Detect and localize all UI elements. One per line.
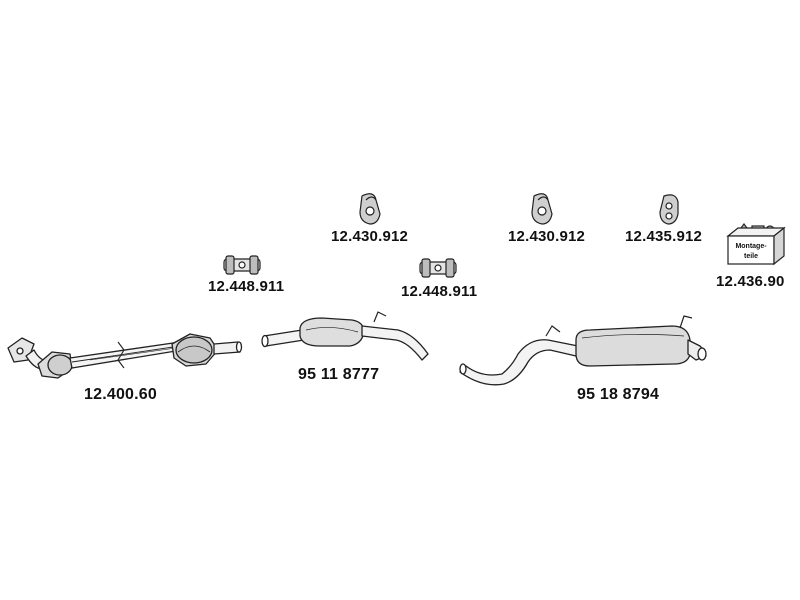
middle-muffler-drawing: [261, 311, 429, 361]
mounting-kit-box-text-line1: Montage-: [735, 243, 767, 250]
part-number-hanger-2: 12.430.912: [508, 228, 586, 245]
hanger-3-drawing: [659, 194, 679, 225]
mounting-kit-drawing: Montage- teile: [726, 223, 786, 266]
part-number-hanger-1: 12.430.912: [331, 228, 409, 245]
middle-clamp-drawing: [419, 258, 457, 278]
catalytic-converter-drawing: [7, 333, 243, 379]
part-number-mounting-kit: 12.436.90: [716, 273, 785, 290]
part-number-front-clamp: 12.448.911: [208, 278, 285, 295]
mounting-kit-box-text-line2: teile: [744, 253, 758, 260]
hanger-2-drawing: [531, 193, 553, 225]
part-number-rear-muffler: 95 18 8794: [577, 386, 660, 403]
hanger-1-drawing: [359, 193, 381, 225]
part-number-middle-clamp: 12.448.911: [401, 283, 478, 300]
part-number-hanger-3: 12.435.912: [625, 228, 703, 245]
part-number-catalytic-converter: 12.400.60: [84, 386, 157, 403]
rear-muffler-drawing: [459, 315, 707, 386]
part-number-middle-muffler: 95 11 8777: [298, 366, 380, 383]
front-clamp-drawing: [223, 255, 261, 275]
